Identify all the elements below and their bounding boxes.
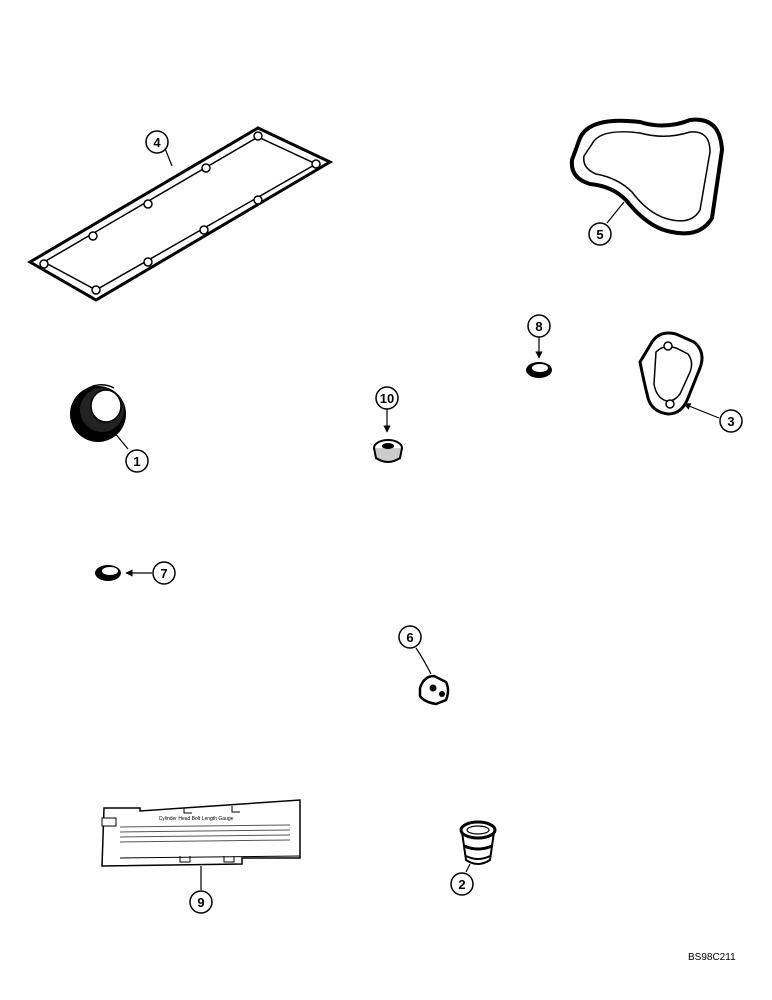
callout-1: 1 [125,449,149,473]
part-2-expansion-plug [459,820,497,865]
part-10-grommet [373,439,403,463]
part-9-gauge-card: Cylinder Head Bolt Length Gauge [101,799,301,867]
svg-text:1: 1 [133,454,140,469]
svg-text:7: 7 [160,566,167,581]
callout-6: 6 [398,625,422,649]
part-7-seal-washer [95,565,121,581]
callout-10: 10 [375,386,399,410]
callout-8: 8 [527,314,551,338]
callout-2: 2 [450,872,474,896]
callout-4: 4 [145,130,169,154]
svg-text:6: 6 [406,630,413,645]
svg-text:4: 4 [153,135,161,150]
callout-3: 3 [719,409,743,433]
svg-text:5: 5 [596,227,603,242]
leader-lines [113,145,720,890]
svg-text:2: 2 [458,877,465,892]
svg-text:10: 10 [380,391,394,406]
callout-7: 7 [152,561,176,585]
part-3-manifold-gasket [638,331,704,416]
callout-9: 9 [189,890,213,914]
svg-text:8: 8 [535,319,542,334]
reference-code: BS98C211 [688,952,736,963]
part-6-clip [418,674,450,706]
part-1-oil-seal [70,384,126,442]
part-8-seal-ring [526,362,552,378]
svg-text:3: 3 [727,414,734,429]
gauge-card-title: Cylinder Head Bolt Length Gauge [159,816,234,822]
part-4-valve-cover-gasket [27,126,334,302]
part-5-rocker-gasket [569,117,725,236]
callout-5: 5 [588,222,612,246]
svg-text:9: 9 [197,895,204,910]
